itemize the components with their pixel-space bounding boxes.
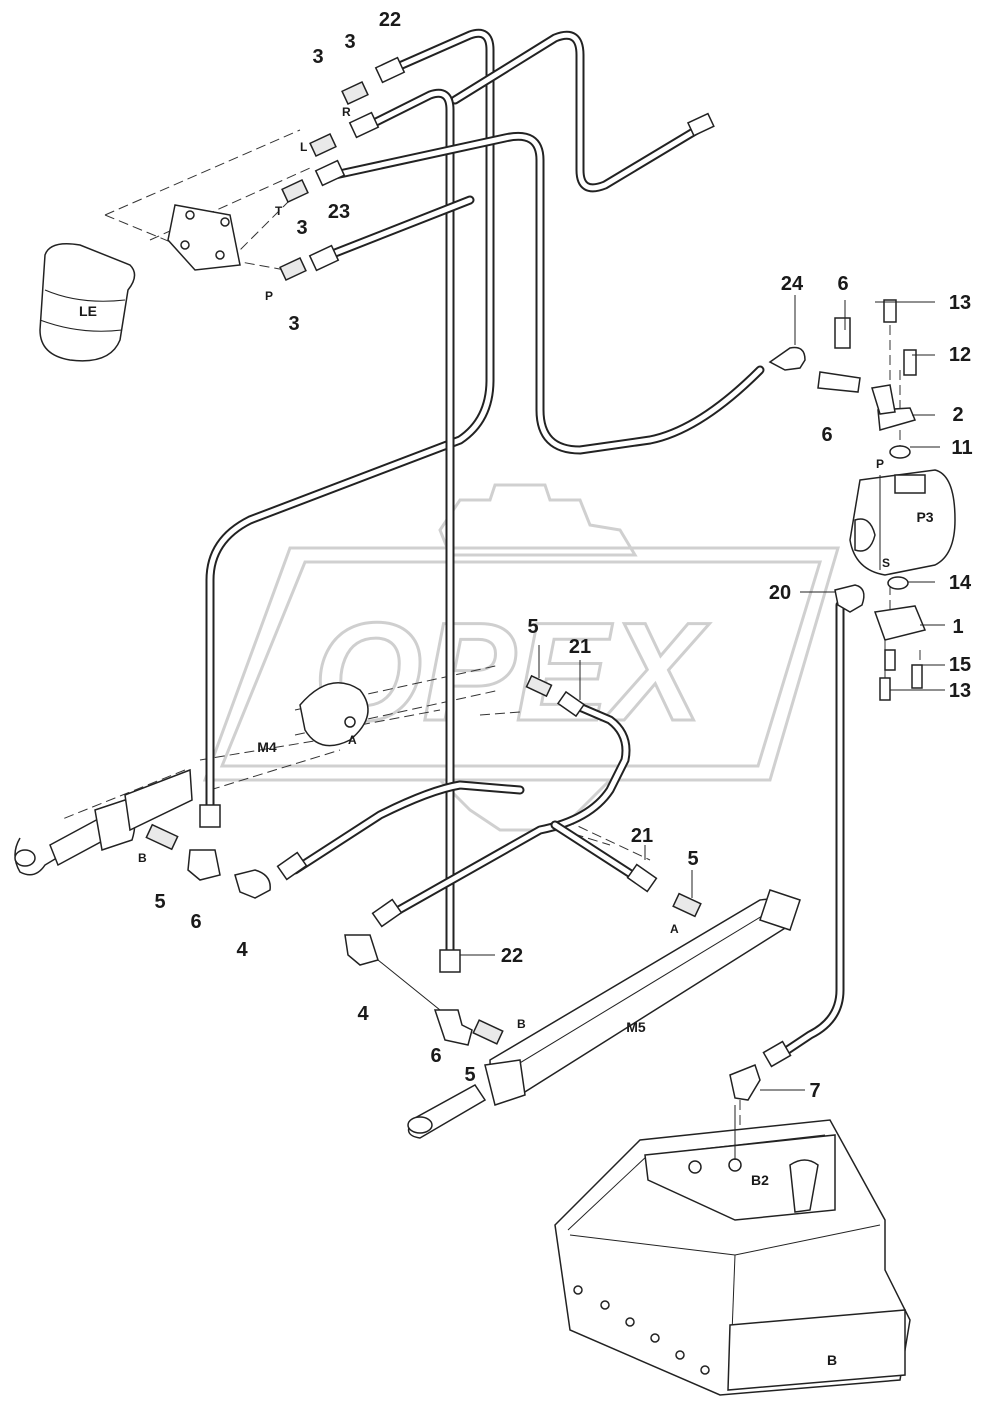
callout-5-left: 5 xyxy=(154,891,165,913)
port-labels: R L T P P S A B A B xyxy=(138,105,890,1031)
callout-4-bottom: 4 xyxy=(357,1003,369,1025)
fittings xyxy=(145,56,927,1101)
label-P3: P3 xyxy=(916,509,933,525)
watermark-text: OPEX xyxy=(313,593,710,750)
port-T: T xyxy=(275,204,283,218)
o-ring-11 xyxy=(889,445,911,459)
callout-20: 20 xyxy=(769,582,791,604)
callout-23: 23 xyxy=(328,201,350,223)
port-M5-B: B xyxy=(517,1017,526,1031)
watermark-frame-inner xyxy=(219,560,823,768)
port-M5-A: A xyxy=(670,922,679,936)
callout-5-bottom: 5 xyxy=(464,1064,475,1086)
callout-numbers: 22 3 3 23 3 3 24 6 13 12 2 6 11 14 20 1 … xyxy=(154,9,972,1102)
watermark-frame-outer xyxy=(202,546,841,782)
label-LE: LE xyxy=(79,303,97,319)
callout-12: 12 xyxy=(949,344,971,366)
callout-1: 1 xyxy=(952,616,963,638)
component-LE: LE xyxy=(39,204,241,362)
callout-6-left: 6 xyxy=(190,911,201,933)
label-B2: B2 xyxy=(751,1172,769,1188)
callout-leaders xyxy=(377,295,945,1160)
component-M5: M5 xyxy=(407,889,801,1139)
callout-6-mid: 6 xyxy=(821,424,832,446)
port-L: L xyxy=(300,140,307,154)
hoses xyxy=(205,28,845,1060)
watermark: OPEX xyxy=(202,483,841,832)
label-M5: M5 xyxy=(626,1019,646,1035)
port-M4-A: A xyxy=(348,733,357,747)
port-P: P xyxy=(265,289,273,303)
label-M4: M4 xyxy=(257,739,277,755)
callout-22-top: 22 xyxy=(379,9,401,31)
callout-3-P: 3 xyxy=(288,313,299,335)
callout-5-right: 5 xyxy=(687,848,698,870)
component-tank: B2 B xyxy=(554,1119,911,1396)
port-pump-P: P xyxy=(876,457,884,471)
port-R: R xyxy=(342,105,351,119)
component-M4: M4 xyxy=(14,682,369,876)
port-pump-S: S xyxy=(882,556,890,570)
callout-7: 7 xyxy=(809,1080,820,1102)
callout-13-top: 13 xyxy=(949,292,971,314)
callout-4-left: 4 xyxy=(236,939,248,961)
label-B: B xyxy=(827,1352,837,1368)
callout-3-top: 3 xyxy=(344,31,355,53)
callout-24: 24 xyxy=(781,273,804,295)
watermark-gear xyxy=(438,483,638,557)
callout-13-bottom: 13 xyxy=(949,680,971,702)
callout-21-right: 21 xyxy=(631,825,653,847)
callout-11: 11 xyxy=(951,437,972,459)
callout-6-top: 6 xyxy=(837,273,848,295)
callout-3-T: 3 xyxy=(296,217,307,239)
callout-15: 15 xyxy=(949,654,971,676)
component-P3: P3 xyxy=(849,469,956,576)
port-M4-B: B xyxy=(138,851,147,865)
callout-21-center: 21 xyxy=(569,636,591,658)
callout-3-L: 3 xyxy=(312,46,323,68)
o-ring-14 xyxy=(887,576,909,590)
callout-5-center: 5 xyxy=(527,616,538,638)
callout-2: 2 xyxy=(952,404,963,426)
callout-22-bottom: 22 xyxy=(501,945,523,967)
callout-14: 14 xyxy=(949,572,972,594)
callout-6-bottom: 6 xyxy=(430,1045,441,1067)
